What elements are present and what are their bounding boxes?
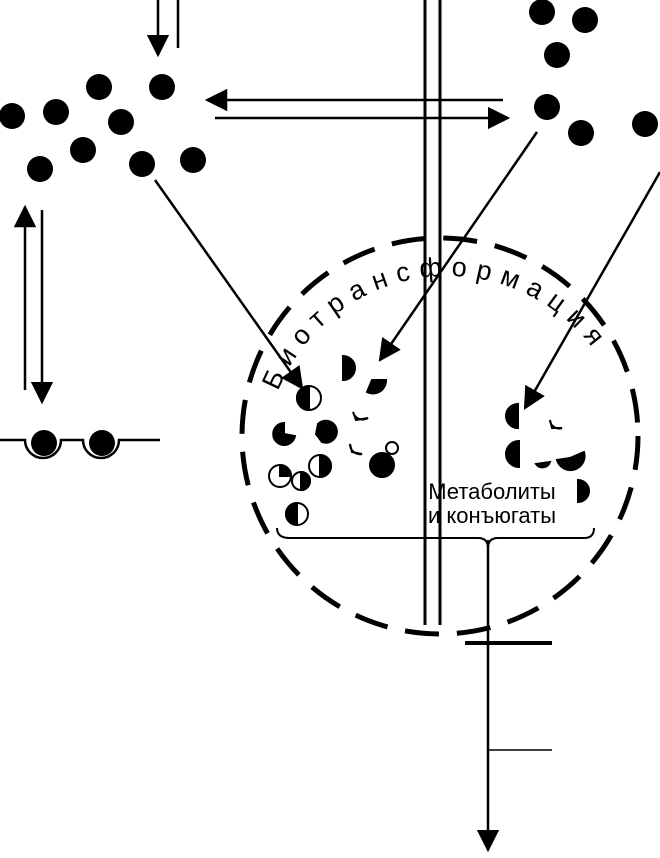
- molecule-dot: [180, 147, 206, 173]
- metabolite-fragments: [268, 354, 590, 527]
- left-molecule-cluster: [0, 74, 206, 182]
- ring-label-path: Биотрансформация: [256, 251, 607, 393]
- metabolite-dot: [369, 452, 395, 478]
- molecule-dot: [568, 120, 594, 146]
- bound-molecule-dot: [89, 430, 115, 456]
- metabolite-fragment: [505, 439, 520, 469]
- vertical-barrier: [423, 0, 442, 625]
- arrows-into-ring: [153, 131, 660, 410]
- metabolite-item: [268, 463, 293, 488]
- metabolite-fragment: [549, 419, 563, 430]
- molecule-dot: [544, 42, 570, 68]
- metabolite-fragment: [505, 402, 519, 430]
- molecule-dot: [70, 137, 96, 163]
- metabolite-fragment: [555, 450, 586, 472]
- metabolite-item: [296, 384, 322, 412]
- ring-label: Биотрансформация: [256, 251, 616, 393]
- caption-line-2: и конъюгаты: [427, 503, 557, 528]
- excretion-pathway: [465, 540, 552, 853]
- arrow-right-to-ring-a: [378, 131, 539, 362]
- bound-molecule-dot: [31, 430, 57, 456]
- biotransformation-ring: [239, 235, 641, 637]
- vertical-exchange-arrows: [13, 204, 54, 405]
- metabolite-fragment: [342, 354, 356, 382]
- metabolite-fragment: [534, 460, 552, 469]
- molecule-dot: [529, 0, 555, 25]
- arrow-right-to-ring-b: [523, 171, 660, 410]
- metabolite-item: [308, 453, 332, 479]
- metabolite-item: [314, 419, 338, 444]
- metabolites-caption: Метаболиты и конъюгаты: [392, 480, 592, 528]
- molecule-dot: [572, 7, 598, 33]
- exchange-arrows: [204, 88, 511, 130]
- molecule-dot: [27, 156, 53, 182]
- right-molecule-cluster: [529, 0, 658, 146]
- metabolite-fragment: [577, 478, 590, 504]
- metabolite-fragment: [352, 411, 369, 422]
- metabolite-fragment: [365, 379, 388, 395]
- molecule-dot: [534, 94, 560, 120]
- caption-line-1: Метаболиты: [428, 479, 556, 504]
- top-inflow-arrow: [146, 0, 180, 58]
- metabolite-item: [272, 421, 297, 446]
- molecule-dot: [43, 99, 69, 125]
- molecule-dot: [108, 109, 134, 135]
- metabolite-item: [291, 470, 311, 492]
- arrow-left-to-ring: [153, 179, 304, 390]
- molecule-dot: [0, 103, 25, 129]
- molecule-dot: [129, 151, 155, 177]
- molecule-dot: [149, 74, 175, 100]
- surface-line: [0, 438, 160, 460]
- metabolite-open-dot: [385, 441, 399, 455]
- molecule-dot: [632, 111, 658, 137]
- metabolite-item: [285, 501, 309, 527]
- binding-surface: [0, 430, 160, 460]
- caption-bracket: [276, 527, 595, 549]
- metabolite-fragment: [348, 443, 363, 456]
- molecule-dot: [86, 74, 112, 100]
